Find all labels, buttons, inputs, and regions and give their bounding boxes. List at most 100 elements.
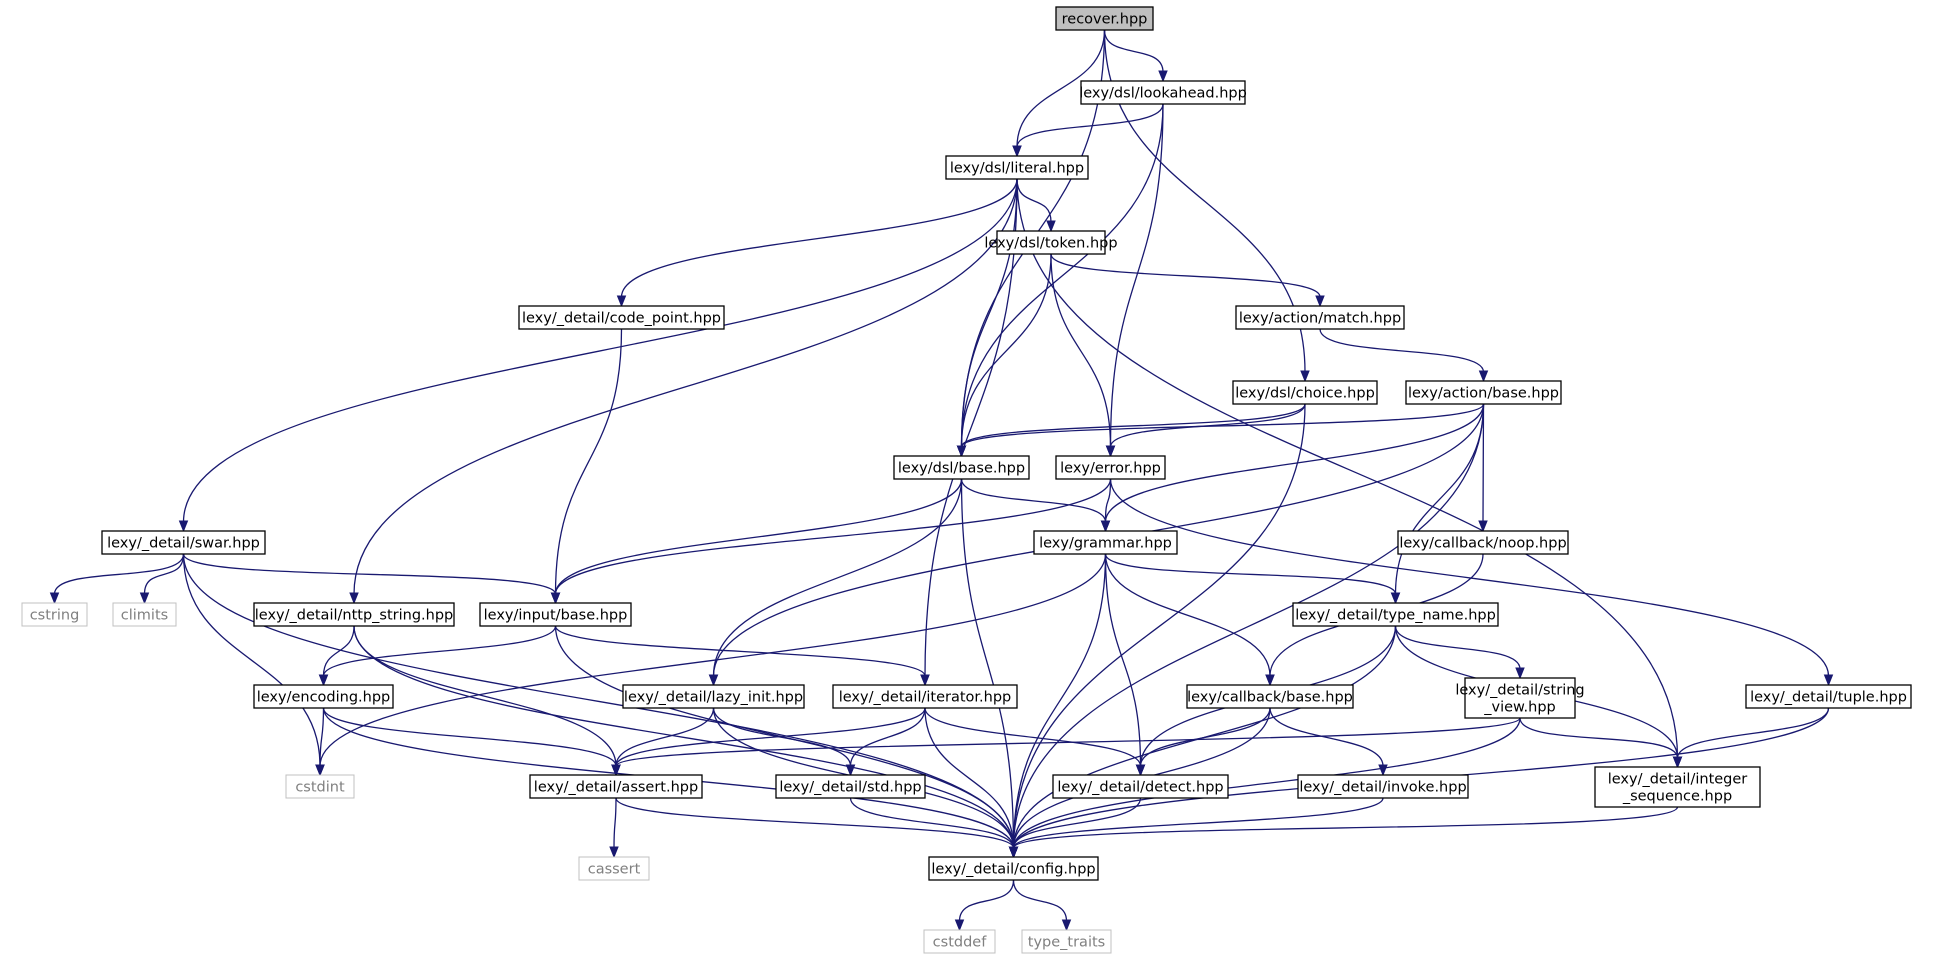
edge-encoding-to-cstdint xyxy=(315,707,325,777)
edge-line xyxy=(554,478,1112,595)
edge-config-to-type_traits xyxy=(1012,879,1072,932)
edge-line xyxy=(960,478,1107,523)
node-label: lexy/_detail/assert.hpp xyxy=(534,780,698,796)
edge-line xyxy=(182,553,557,595)
edge-line xyxy=(554,328,623,595)
edge-line xyxy=(1012,403,1485,849)
node-label: lexy/_detail/type_name.hpp xyxy=(1295,608,1496,624)
edge-error-to-tuple xyxy=(1109,478,1834,687)
node-code_point[interactable]: lexy/_detail/code_point.hpp xyxy=(518,305,725,330)
node-iterator[interactable]: lexy/_detail/iterator.hpp xyxy=(832,684,1018,709)
node-box xyxy=(1405,380,1562,405)
node-lookahead[interactable]: lexy/dsl/lookahead.hpp xyxy=(1079,80,1247,105)
edge-line xyxy=(1394,625,1521,670)
arrowhead-icon xyxy=(1008,846,1019,859)
edge-integer_sequence-to-config xyxy=(1008,806,1679,859)
arrowhead-icon xyxy=(845,764,856,777)
node-label: lexy/_detail/string xyxy=(1455,683,1584,699)
node-label: lexy/error.hpp xyxy=(1060,461,1161,477)
node-cstddef: cstddef xyxy=(923,929,996,954)
node-error[interactable]: lexy/error.hpp xyxy=(1055,455,1166,480)
node-recover[interactable]: recover.hpp xyxy=(1055,6,1154,31)
arrowhead-icon xyxy=(1158,70,1168,83)
node-box xyxy=(1745,684,1912,709)
node-label: cstdint xyxy=(295,780,345,796)
node-encoding[interactable]: lexy/encoding.hpp xyxy=(253,684,394,709)
edge-line xyxy=(1012,879,1068,922)
node-std[interactable]: lexy/_detail/std.hpp xyxy=(775,774,926,799)
node-label: type_traits xyxy=(1028,935,1105,951)
edge-string_view-to-integer_sequence xyxy=(1519,717,1683,769)
edge-line xyxy=(1519,717,1679,759)
arrowhead-icon xyxy=(1105,445,1116,458)
node-label: cstring xyxy=(30,608,80,624)
edge-line xyxy=(1394,403,1485,595)
node-invoke[interactable]: lexy/_detail/invoke.hpp xyxy=(1297,774,1469,799)
node-label: cassert xyxy=(588,862,641,878)
node-action_base[interactable]: lexy/action/base.hpp xyxy=(1405,380,1562,405)
edge-line xyxy=(322,625,557,677)
edge-line xyxy=(322,707,617,767)
node-swar[interactable]: lexy/_detail/swar.hpp xyxy=(101,530,266,555)
node-assert[interactable]: lexy/_detail/assert.hpp xyxy=(529,774,703,799)
node-box xyxy=(518,305,725,330)
node-label: lexy/dsl/token.hpp xyxy=(984,236,1117,252)
edge-line xyxy=(1139,707,1271,767)
arrowhead-icon xyxy=(920,674,930,687)
node-label: lexy/_detail/integer xyxy=(1608,772,1748,788)
node-tuple[interactable]: lexy/_detail/tuple.hpp xyxy=(1745,684,1912,709)
edge-line xyxy=(554,625,1015,849)
arrowhead-icon xyxy=(1823,674,1834,687)
arrowhead-icon xyxy=(609,846,619,859)
node-label: lexy/_detail/code_point.hpp xyxy=(522,311,721,327)
node-nttp_string[interactable]: lexy/_detail/nttp_string.hpp xyxy=(253,602,455,627)
node-literal[interactable]: lexy/dsl/literal.hpp xyxy=(945,155,1089,180)
edge-literal-to-code_point xyxy=(616,178,1018,308)
edge-line xyxy=(353,625,1015,849)
edge-code_point-to-input_base xyxy=(550,328,623,605)
arrowhead-icon xyxy=(1390,592,1401,605)
arrowhead-icon xyxy=(1478,520,1488,533)
edge-encoding-to-assert xyxy=(322,707,621,777)
node-box xyxy=(1186,684,1354,709)
node-label: lexy/_detail/swar.hpp xyxy=(107,536,260,552)
node-label: lexy/_detail/invoke.hpp xyxy=(1299,780,1466,796)
edge-line xyxy=(1016,103,1164,148)
node-detect[interactable]: lexy/_detail/detect.hpp xyxy=(1052,774,1229,799)
edge-token-to-error xyxy=(1050,253,1116,458)
edge-line xyxy=(1676,707,1830,759)
node-noop[interactable]: lexy/callback/noop.hpp xyxy=(1397,530,1569,555)
node-type_name[interactable]: lexy/_detail/type_name.hpp xyxy=(1292,602,1499,627)
node-label: lexy/grammar.hpp xyxy=(1039,536,1172,552)
arrowhead-icon xyxy=(1315,295,1325,308)
node-box xyxy=(578,856,650,881)
node-config[interactable]: lexy/_detail/config.hpp xyxy=(928,856,1099,881)
edge-line xyxy=(1016,178,1679,759)
node-match[interactable]: lexy/action/match.hpp xyxy=(1235,305,1405,330)
node-choice[interactable]: lexy/dsl/choice.hpp xyxy=(1232,380,1378,405)
node-integer_sequence[interactable]: lexy/_detail/integer_sequence.hpp xyxy=(1594,766,1761,808)
edge-literal-to-token xyxy=(1016,178,1056,233)
edge-error-to-grammar xyxy=(1100,478,1112,533)
edge-assert-to-config xyxy=(615,797,1019,859)
edges-layer xyxy=(49,29,1834,932)
node-box xyxy=(479,602,632,627)
arrowhead-icon xyxy=(1012,145,1022,158)
node-grammar[interactable]: lexy/grammar.hpp xyxy=(1033,530,1178,555)
node-input_base[interactable]: lexy/input/base.hpp xyxy=(479,602,632,627)
arrowhead-icon xyxy=(1515,667,1525,680)
node-box xyxy=(1464,677,1576,719)
edge-line xyxy=(1109,478,1830,677)
edge-invoke-to-config xyxy=(1008,797,1384,859)
node-string_view[interactable]: lexy/_detail/string_view.hpp xyxy=(1455,677,1585,719)
node-dsl_base[interactable]: lexy/dsl/base.hpp xyxy=(893,455,1030,480)
arrowhead-icon xyxy=(550,592,561,605)
node-lazy_init[interactable]: lexy/_detail/lazy_init.hpp xyxy=(622,684,805,709)
edge-line xyxy=(53,553,185,595)
arrowhead-icon xyxy=(49,592,60,605)
edge-line xyxy=(1050,253,1112,448)
arrowhead-icon xyxy=(1135,764,1146,777)
node-token[interactable]: lexy/dsl/token.hpp xyxy=(984,230,1118,255)
node-callback_base[interactable]: lexy/callback/base.hpp xyxy=(1186,684,1354,709)
